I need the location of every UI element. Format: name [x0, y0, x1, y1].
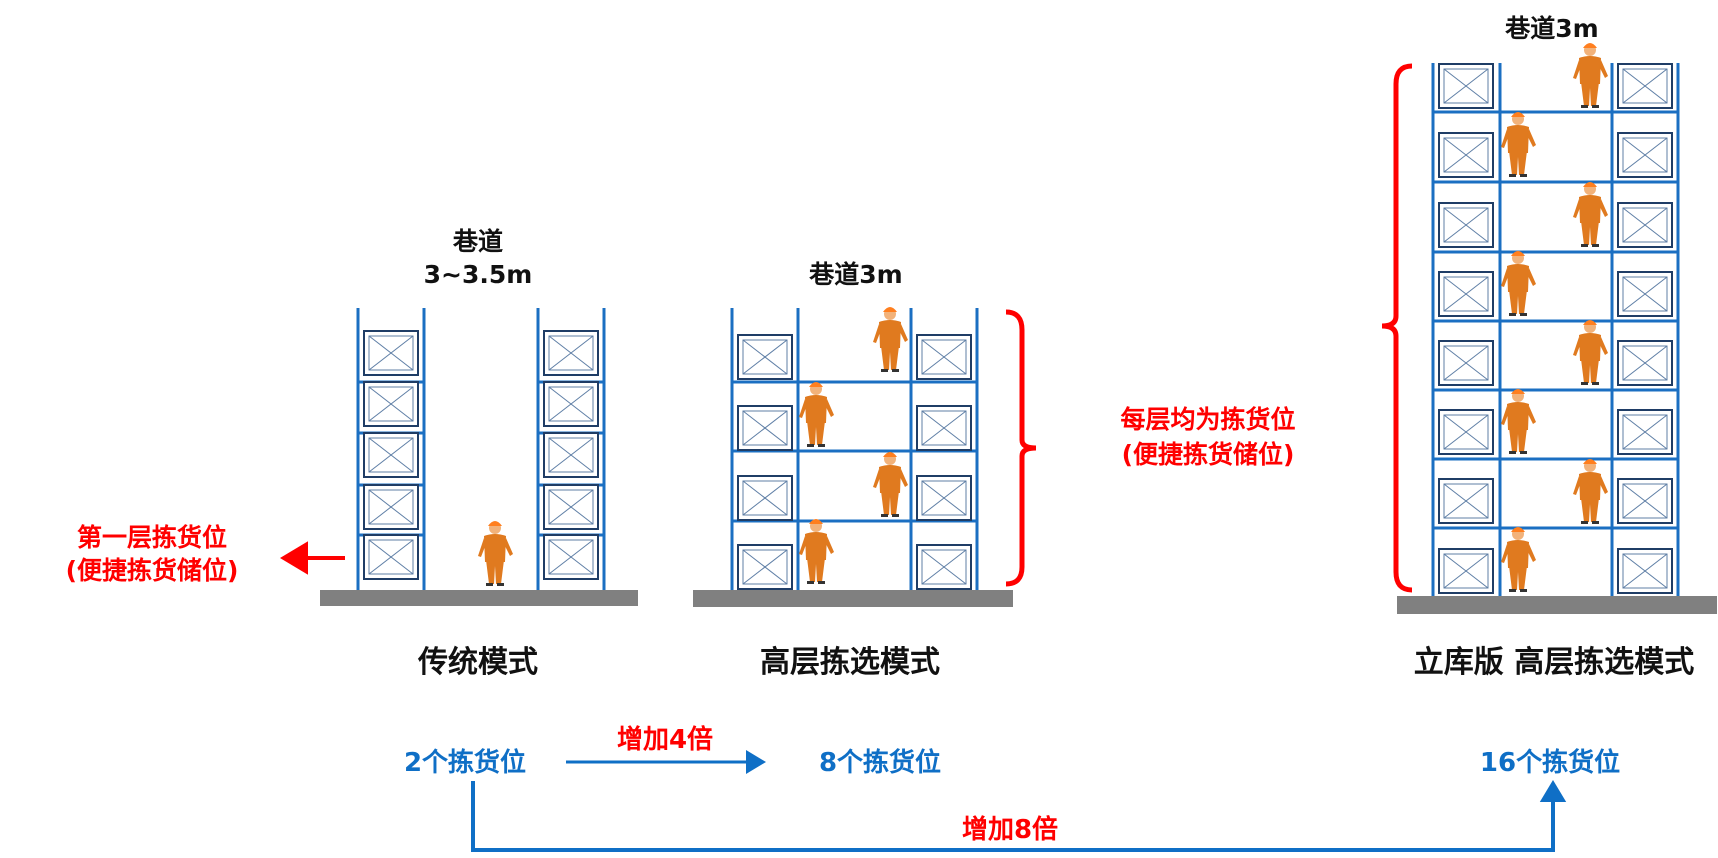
pallet-box-icon [1438, 132, 1494, 178]
asrs-aisle-label: 巷道3m [1504, 14, 1598, 43]
pallet-box-icon [1617, 478, 1673, 524]
ground-slab [1397, 596, 1717, 614]
pallet-box-icon [737, 544, 793, 590]
worker-icon [1501, 527, 1536, 592]
pallet-box-icon [1617, 340, 1673, 386]
pallet-box-icon [916, 334, 972, 380]
worker-icon [1573, 459, 1608, 524]
worker-icon [799, 382, 834, 447]
curly-brace-icon [1381, 63, 1413, 593]
traditional-aisle-label-line2: 3~3.5m [424, 260, 533, 289]
worker-icon [1501, 112, 1536, 177]
highlevel-aisle-label: 巷道3m [808, 260, 902, 289]
pallet-box-icon [543, 484, 599, 530]
highlevel-note-line2: (便捷拣货储位) [1122, 440, 1295, 469]
traditional-note-line2: (便捷拣货储位) [66, 556, 239, 585]
highlevel-mode-label: 高层拣选模式 [760, 645, 940, 680]
pallet-box-icon [1438, 271, 1494, 317]
pallet-box-icon [1617, 63, 1673, 109]
arrow-icon [746, 750, 766, 774]
curly-brace-icon [1005, 309, 1037, 587]
pallet-box-icon [363, 534, 419, 580]
ground-slab [320, 590, 638, 606]
pallet-box-icon [916, 405, 972, 451]
pallet-box-icon [543, 381, 599, 427]
pallet-box-icon [363, 432, 419, 478]
asrs-count-label: 16个拣货位 [1480, 747, 1620, 778]
ground-layer [320, 590, 1717, 614]
worker-icon [1501, 251, 1536, 316]
pallet-box-icon [1438, 340, 1494, 386]
highlevel-increase-label: 增加4倍 [617, 724, 713, 755]
pallet-box-icon [1438, 63, 1494, 109]
box-layer [363, 63, 1673, 594]
traditional-note-line1: 第一层拣货位 [77, 523, 227, 552]
worker-icon [799, 519, 834, 584]
pallet-box-icon [1438, 409, 1494, 455]
traditional-count-label: 2个拣货位 [404, 747, 526, 778]
worker-icon [1573, 320, 1608, 385]
asrs-mode-label: 立库版 高层拣选模式 [1414, 645, 1694, 680]
worker-icon [873, 452, 908, 517]
arrow-icon [1539, 780, 1567, 802]
worker-icon [1501, 389, 1536, 454]
traditional-mode-label: 传统模式 [417, 645, 538, 680]
pallet-box-icon [1438, 478, 1494, 524]
pallet-box-icon [543, 330, 599, 376]
worker-icon [1573, 182, 1608, 247]
worker-icon [873, 307, 908, 372]
ground-slab [693, 590, 1013, 607]
highlevel-note-line1: 每层均为拣货位 [1120, 405, 1295, 434]
asrs-increase-label: 增加8倍 [962, 814, 1058, 845]
pallet-box-icon [916, 544, 972, 590]
arrow-icon [280, 541, 308, 575]
worker-icon [478, 521, 513, 586]
pallet-box-icon [363, 381, 419, 427]
pallet-box-icon [543, 534, 599, 580]
increase-8x-arrow-line [471, 781, 1555, 852]
worker-layer [478, 43, 1608, 592]
traditional-aisle-label-line1: 巷道 [452, 227, 503, 256]
worker-icon [1573, 43, 1608, 108]
pallet-box-icon [1617, 271, 1673, 317]
pallet-box-icon [363, 330, 419, 376]
pallet-box-icon [737, 405, 793, 451]
pallet-box-icon [737, 475, 793, 521]
annotation-layer [280, 63, 1567, 852]
pallet-box-icon [1438, 548, 1494, 594]
pallet-box-icon [1617, 132, 1673, 178]
highlevel-count-label: 8个拣货位 [819, 747, 941, 778]
pallet-box-icon [543, 432, 599, 478]
pallet-box-icon [363, 484, 419, 530]
pallet-box-icon [737, 334, 793, 380]
pallet-box-icon [1438, 202, 1494, 248]
pallet-box-icon [1617, 409, 1673, 455]
pallet-box-icon [1617, 548, 1673, 594]
pallet-box-icon [916, 475, 972, 521]
pallet-box-icon [1617, 202, 1673, 248]
